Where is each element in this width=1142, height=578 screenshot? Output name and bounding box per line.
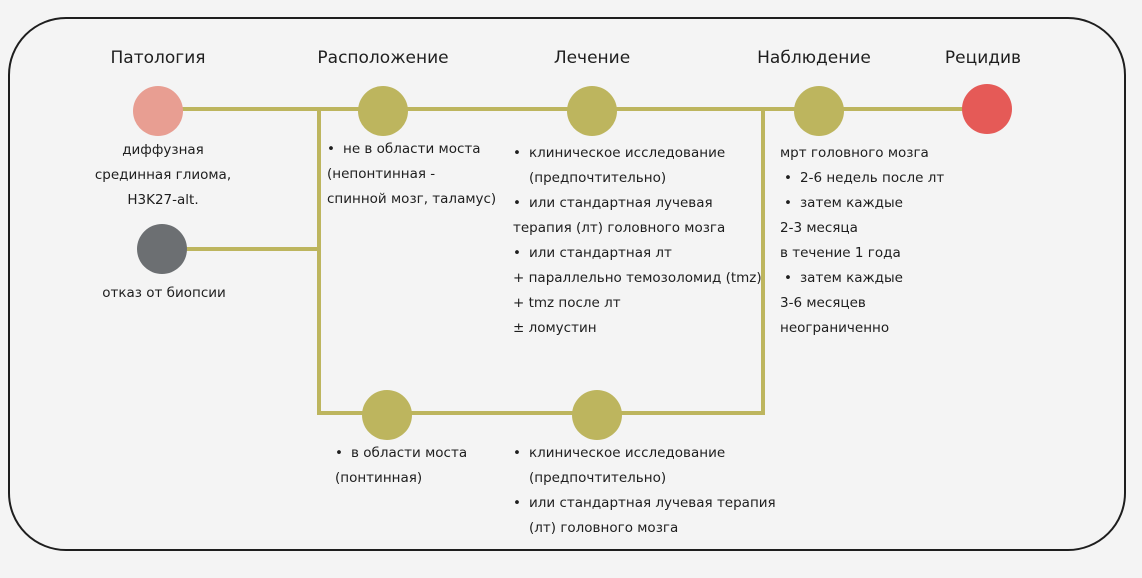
- observation-line: в течение 1 года: [780, 245, 901, 261]
- bullet: •: [784, 195, 792, 211]
- header-observation: Наблюдение: [757, 48, 871, 68]
- location-bottom-line: (понтинная): [335, 470, 423, 486]
- observation-line: затем каждые: [800, 195, 903, 211]
- treatment-top-line: (предпочтительно): [529, 170, 667, 186]
- observation-line: мрт головного мозга: [780, 145, 929, 161]
- pathology-text: диффузная срединная глиома, H3K27-alt.: [95, 138, 231, 213]
- node-observation: [794, 86, 844, 136]
- node-pathology: [133, 86, 183, 136]
- observation-line: 2-6 недель после лт: [800, 170, 945, 186]
- observation-line: 2-3 месяца: [780, 220, 858, 236]
- bullet: •: [335, 445, 343, 461]
- location-top-line: не в области моста: [343, 141, 481, 157]
- node-location-bottom: [362, 390, 412, 440]
- location-bottom-text: • в области моста (понтинная): [335, 441, 467, 491]
- treatment-top-line: или стандартная лт: [529, 245, 672, 261]
- node-biopsy-refusal: [137, 224, 187, 274]
- pathology-line: H3K27-alt.: [127, 192, 199, 208]
- observation-line: затем каждые: [800, 270, 903, 286]
- bullet: •: [513, 195, 521, 211]
- treatment-bottom-line: (лт) головного мозга: [529, 520, 679, 536]
- bullet: •: [784, 170, 792, 186]
- header-pathology: Патология: [110, 48, 206, 68]
- bullet: •: [513, 145, 521, 161]
- treatment-top-line: ± ломустин: [513, 320, 597, 336]
- node-treatment-bottom: [572, 390, 622, 440]
- observation-line: 3-6 месяцев: [780, 295, 866, 311]
- pathology-line: диффузная: [122, 142, 204, 158]
- treatment-top-line: терапия (лт) головного мозга: [513, 220, 726, 236]
- bullet: •: [784, 270, 792, 286]
- location-top-line: спинной мозг, таламус): [327, 191, 497, 207]
- pathology-line: срединная глиома,: [94, 167, 232, 183]
- location-bottom-line: в области моста: [351, 445, 468, 461]
- bullet: •: [513, 245, 521, 261]
- treatment-top-line: + tmz после лт: [513, 295, 621, 311]
- treatment-bottom-line: (предпочтительно): [529, 470, 667, 486]
- observation-text: мрт головного мозга • 2-6 недель после лт…: [780, 141, 944, 341]
- treatment-top-text: • клиническое исследование (предпочтитель…: [513, 141, 762, 341]
- treatment-top-line: + параллельно темозоломид (tmz): [513, 270, 762, 286]
- treatment-bottom-line: или стандартная лучевая терапия: [529, 495, 776, 511]
- observation-line: неограниченно: [780, 320, 890, 336]
- treatment-top-line: или стандартная лучевая: [529, 195, 713, 211]
- bullet: •: [513, 495, 521, 511]
- node-treatment-top: [567, 86, 617, 136]
- header-treatment: Лечение: [553, 48, 631, 68]
- bullet: •: [513, 445, 521, 461]
- biopsy-refusal-text: отказ от биопсии: [102, 285, 226, 301]
- node-relapse: [962, 84, 1012, 134]
- treatment-bottom-text: • клиническое исследование (предпочтитель…: [513, 441, 776, 541]
- treatment-top-line: клиническое исследование: [529, 145, 726, 161]
- node-location-top: [358, 86, 408, 136]
- header-location: Расположение: [317, 48, 449, 68]
- treatment-bottom-line: клиническое исследование: [529, 445, 726, 461]
- location-top-line: (непонтинная -: [327, 166, 436, 182]
- header-relapse: Рецидив: [944, 48, 1022, 68]
- bullet: •: [327, 141, 335, 157]
- location-top-text: • не в области моста (непонтинная - спинн…: [327, 137, 496, 212]
